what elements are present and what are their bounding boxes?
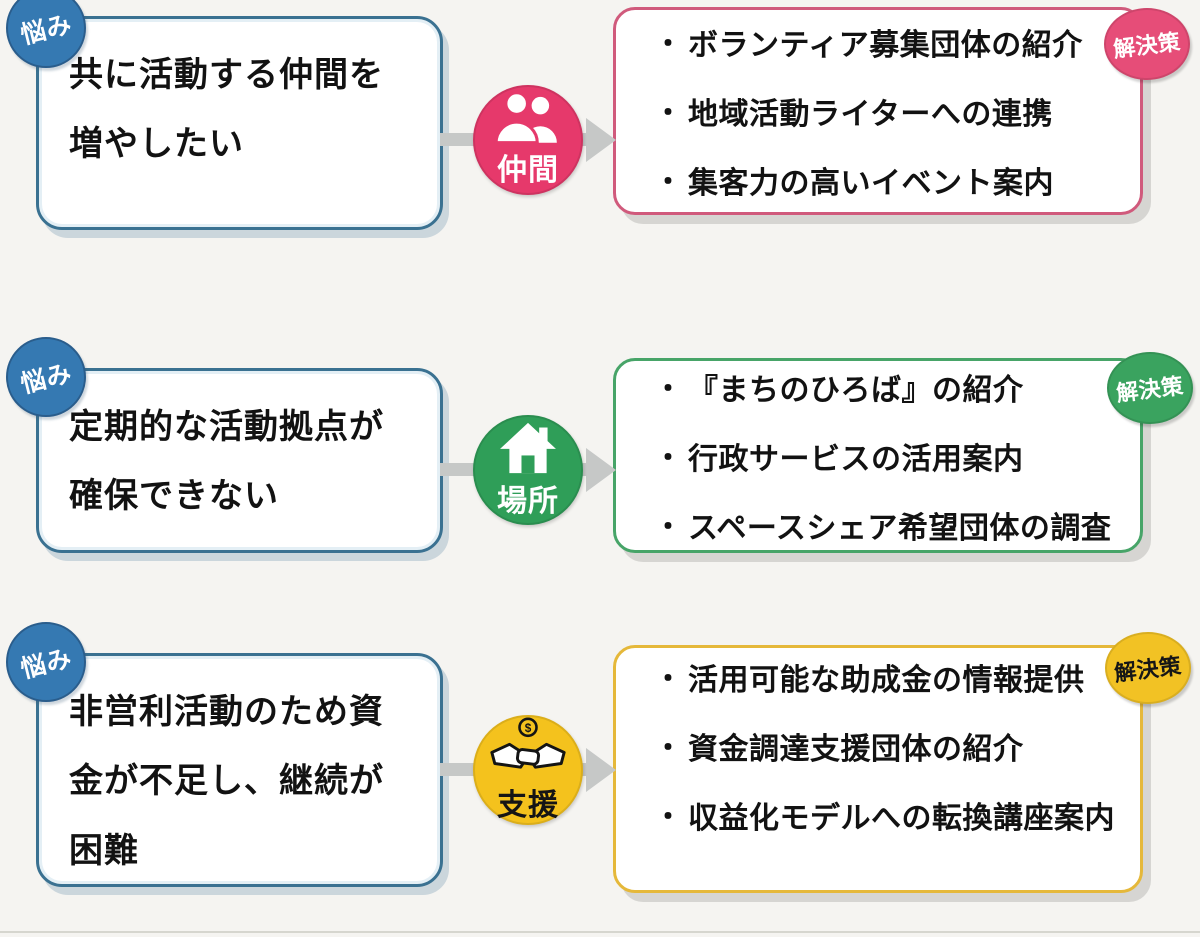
keyword-label: 仲間 — [497, 153, 559, 187]
bullet-icon: ・ — [654, 800, 683, 832]
bullet-icon: ・ — [654, 731, 683, 763]
bottom-divider — [0, 931, 1200, 933]
bullet-icon: ・ — [654, 97, 683, 128]
connector-circle-basho: 場所 — [473, 415, 583, 525]
bullet-icon: ・ — [654, 372, 683, 404]
solution-badge: 解決策 — [1105, 632, 1191, 704]
problem-badge-label: 悩み — [17, 359, 76, 399]
problem-badge: 悩み — [6, 622, 86, 702]
solution-text: ボランティア募集団体の紹介 — [688, 29, 1083, 62]
problem-badge: 悩み — [6, 337, 86, 417]
bullet-icon: ・ — [654, 510, 683, 542]
people-icon — [494, 91, 562, 144]
flow-arrow-icon — [586, 448, 616, 492]
problem-badge-label: 悩み — [17, 10, 76, 50]
keyword-label: 場所 — [497, 484, 559, 518]
solution-text: スペースシェア希望団体の調査 — [688, 511, 1112, 545]
solution-box-nakama: ・ ボランティア募集団体の紹介 ・ 地域活動ライターへの連携 ・ 集客力の高いイ… — [613, 7, 1143, 215]
solution-item: ・ 収益化モデルへの転換講座案内 — [654, 793, 1120, 837]
solution-text: 集客力の高いイベント案内 — [688, 167, 1055, 200]
svg-text:$: $ — [525, 720, 532, 734]
flow-arrow-icon — [586, 118, 616, 162]
connector-circle-nakama: 仲間 — [473, 85, 583, 195]
problem-box-nakama: 共に活動する仲間を 増やしたい — [36, 16, 443, 230]
solution-text: 地域活動ライターへの連携 — [688, 98, 1053, 131]
bullet-icon: ・ — [654, 166, 683, 197]
handshake-icon: $ — [487, 717, 569, 779]
problem-box-basho: 定期的な活動拠点が 確保できない — [36, 368, 443, 553]
problem-badge-label: 悩み — [17, 644, 76, 684]
bullet-icon: ・ — [654, 28, 683, 59]
solution-item: ・ 集客力の高いイベント案内 — [654, 158, 1120, 202]
solution-item: ・ 『まちのひろば』の紹介 — [654, 365, 1120, 409]
flow-arrow-icon — [586, 748, 616, 792]
bullet-icon: ・ — [654, 441, 683, 473]
problem-badge: 悩み — [6, 0, 86, 68]
problem-box-shien: 非営利活動のため資 金が不足し、継続が 困難 — [36, 653, 443, 887]
solution-badge-label: 解決策 — [1115, 372, 1186, 407]
solution-box-basho: ・ 『まちのひろば』の紹介 ・ 行政サービスの活用案内 ・ スペースシェア希望団… — [613, 358, 1143, 553]
solution-item: ・ 行政サービスの活用案内 — [654, 434, 1120, 478]
problem-text-line: 困難 — [69, 831, 139, 870]
problem-text-line: 定期的な活動拠点が — [69, 408, 384, 446]
solution-badge-label: 解決策 — [1112, 28, 1183, 63]
problem-text-line: 共に活動する仲間を — [69, 56, 384, 94]
solution-text: 収益化モデルへの転換講座案内 — [688, 801, 1116, 835]
problem-text-line: 金が不足し、継続が — [69, 762, 384, 801]
solution-badge: 解決策 — [1107, 352, 1193, 424]
problem-text-line: 確保できない — [69, 477, 279, 516]
problem-text-line: 非営利活動のため資 — [69, 693, 384, 731]
keyword-label: 支援 — [497, 788, 559, 822]
solution-item: ・ 活用可能な助成金の情報提供 — [654, 655, 1120, 699]
solution-item: ・ スペースシェア希望団体の調査 — [654, 503, 1120, 547]
solution-badge: 解決策 — [1104, 8, 1190, 80]
solution-item: ・ 資金調達支援団体の紹介 — [654, 724, 1120, 768]
connector-circle-shien: $ 支援 — [473, 715, 583, 825]
solution-text: 活用可能な助成金の情報提供 — [688, 663, 1085, 697]
solution-text: 『まちのひろば』の紹介 — [688, 373, 1024, 407]
solution-badge-label: 解決策 — [1113, 652, 1184, 687]
solution-text: 行政サービスの活用案内 — [688, 442, 1024, 476]
bullet-icon: ・ — [654, 662, 683, 694]
solution-item: ・ 地域活動ライターへの連携 — [654, 89, 1120, 133]
solution-text: 資金調達支援団体の紹介 — [688, 732, 1024, 766]
house-icon — [498, 421, 558, 475]
solution-item: ・ ボランティア募集団体の紹介 — [654, 20, 1120, 64]
solution-box-shien: ・ 活用可能な助成金の情報提供 ・ 資金調達支援団体の紹介 ・ 収益化モデルへの… — [613, 645, 1143, 893]
problem-text-line: 増やしたい — [69, 125, 244, 164]
